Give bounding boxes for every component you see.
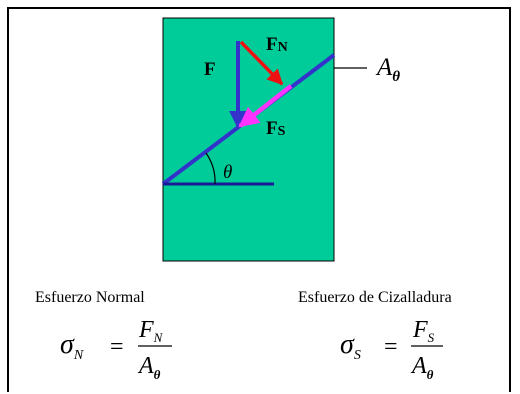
svg-text:Aθ: Aθ: [410, 353, 434, 382]
area-label: Aθ: [375, 54, 400, 85]
material-block: [162, 17, 335, 262]
svg-text:σS: σS: [340, 329, 361, 363]
normal-stress-caption: Esfuerzo Normal: [35, 289, 145, 306]
shear-stress-equation: σS = FS Aθ: [340, 317, 443, 382]
normal-force-arrow: [239, 40, 284, 86]
svg-text:FN: FN: [138, 317, 164, 345]
shear-force-arrow: [238, 84, 293, 128]
angle-arc: [205, 152, 216, 185]
angle-label: θ: [223, 162, 232, 183]
normal-force-label: FN: [266, 34, 288, 55]
normal-stress-equation: σN = FN Aθ: [60, 317, 172, 382]
svg-text:=: =: [384, 334, 398, 360]
shear-force-label: FS: [266, 118, 286, 139]
svg-text:σN: σN: [60, 329, 84, 363]
slide-frame: [7, 7, 511, 392]
svg-text:=: =: [110, 334, 124, 360]
svg-text:Aθ: Aθ: [137, 353, 161, 382]
shear-stress-caption: Esfuerzo de Cizalladura: [298, 289, 452, 306]
force-label: F: [204, 59, 216, 80]
svg-text:FS: FS: [412, 317, 435, 345]
